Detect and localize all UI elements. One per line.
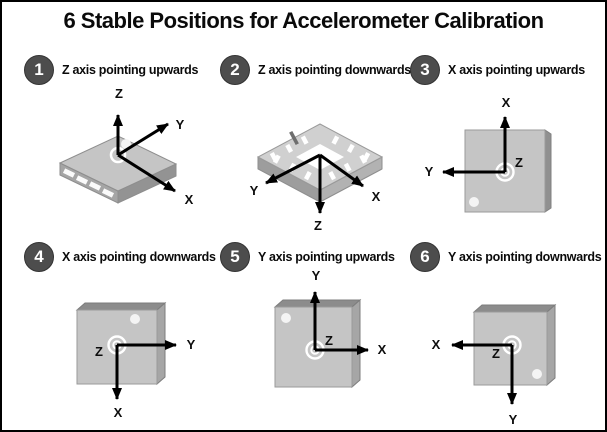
axis-label-right: Y bbox=[187, 337, 196, 352]
chip-pins bbox=[62, 168, 115, 198]
axis-label-center: Z bbox=[325, 333, 333, 348]
axis-label-up: Y bbox=[312, 268, 321, 283]
position-1-badge: 1 bbox=[24, 55, 54, 85]
y-axis-arrow bbox=[265, 153, 321, 185]
axis-label-down: X bbox=[114, 405, 123, 420]
axis-arrows bbox=[451, 340, 517, 405]
position-3-label: X axis pointing upwards bbox=[448, 63, 585, 77]
axis-label-lower-right: X bbox=[372, 189, 381, 204]
position-panel-4: 4 X axis pointing downwards Y X Z bbox=[2, 240, 216, 430]
position-1-label: Z axis pointing upwards bbox=[62, 63, 199, 77]
pin1-marker-dot bbox=[532, 369, 542, 379]
position-panel-2: 2 Z axis pointing downwards bbox=[207, 52, 411, 240]
position-6-header: 6 Y axis pointing downwards bbox=[402, 242, 605, 272]
position-5-header: 5 Y axis pointing upwards bbox=[207, 242, 402, 272]
position-4-header: 4 X axis pointing downwards bbox=[2, 242, 216, 272]
axis-label-upper-right: Y bbox=[176, 117, 185, 132]
axis-label-lower-left: Y bbox=[250, 183, 259, 198]
axis-label-up: X bbox=[502, 95, 511, 110]
figure-title: 6 Stable Positions for Accelerometer Cal… bbox=[63, 8, 544, 33]
position-2-diagram: Y X Z bbox=[250, 123, 384, 233]
axis-arrows bbox=[310, 291, 369, 355]
position-panel-3: 3 X axis pointing upwards X Y Z bbox=[402, 52, 605, 240]
position-2-badge: 2 bbox=[220, 55, 250, 85]
pin1-marker-dot bbox=[121, 139, 131, 149]
axis-arrows bbox=[112, 340, 177, 400]
axis-label-down: Y bbox=[509, 412, 518, 427]
position-5-badge: 5 bbox=[220, 242, 250, 272]
axis-arrows bbox=[113, 114, 176, 193]
position-1-diagram: Z Y X bbox=[58, 87, 194, 207]
position-4-diagram: Y X Z bbox=[75, 301, 196, 420]
position-panel-6: 6 Y axis pointing downwards X Y Z bbox=[402, 240, 605, 430]
pin1-marker-dot bbox=[469, 197, 479, 207]
axis-arrows bbox=[265, 153, 364, 214]
position-panel-1: 1 Z axis pointing upwards bbox=[2, 52, 207, 240]
position-6-badge: 6 bbox=[410, 242, 440, 272]
position-1-header: 1 Z axis pointing upwards bbox=[2, 55, 207, 85]
position-3-header: 3 X axis pointing upwards bbox=[402, 55, 605, 85]
axis-label-left: Y bbox=[425, 164, 434, 179]
pin1-marker-dot bbox=[281, 313, 291, 323]
axis-label-right: X bbox=[378, 342, 387, 357]
axis-label-lower-right: X bbox=[185, 192, 194, 207]
axis-label-left: X bbox=[432, 337, 441, 352]
position-3-badge: 3 bbox=[410, 55, 440, 85]
position-3-diagram: X Y Z bbox=[425, 95, 552, 213]
x-axis-arrow bbox=[319, 153, 364, 188]
pin1-notch bbox=[289, 130, 299, 146]
axis-label-center: Z bbox=[95, 344, 103, 359]
axis-label-down: Z bbox=[314, 218, 322, 233]
position-6-label: Y axis pointing downwards bbox=[448, 250, 602, 264]
y-axis-arrow bbox=[117, 122, 169, 157]
position-4-badge: 4 bbox=[24, 242, 54, 272]
position-panel-5: 5 Y axis pointing upwards Y X Z bbox=[207, 240, 402, 430]
chip-pads bbox=[269, 135, 371, 181]
axis-arrows bbox=[442, 116, 510, 177]
position-5-label: Y axis pointing upwards bbox=[258, 250, 395, 264]
axis-label-center: Z bbox=[492, 346, 500, 361]
axis-label-up: Z bbox=[115, 87, 123, 101]
pin1-marker-dot bbox=[130, 314, 140, 324]
position-5-diagram: Y X Z bbox=[273, 268, 387, 389]
position-2-label: Z axis pointing downwards bbox=[258, 63, 411, 77]
position-6-diagram: X Y Z bbox=[432, 303, 557, 427]
x-axis-arrow bbox=[117, 153, 176, 193]
axis-label-center: Z bbox=[515, 155, 523, 170]
position-4-label: X axis pointing downwards bbox=[62, 250, 216, 264]
chip-front-view bbox=[273, 298, 362, 389]
position-2-header: 2 Z axis pointing downwards bbox=[207, 55, 411, 85]
